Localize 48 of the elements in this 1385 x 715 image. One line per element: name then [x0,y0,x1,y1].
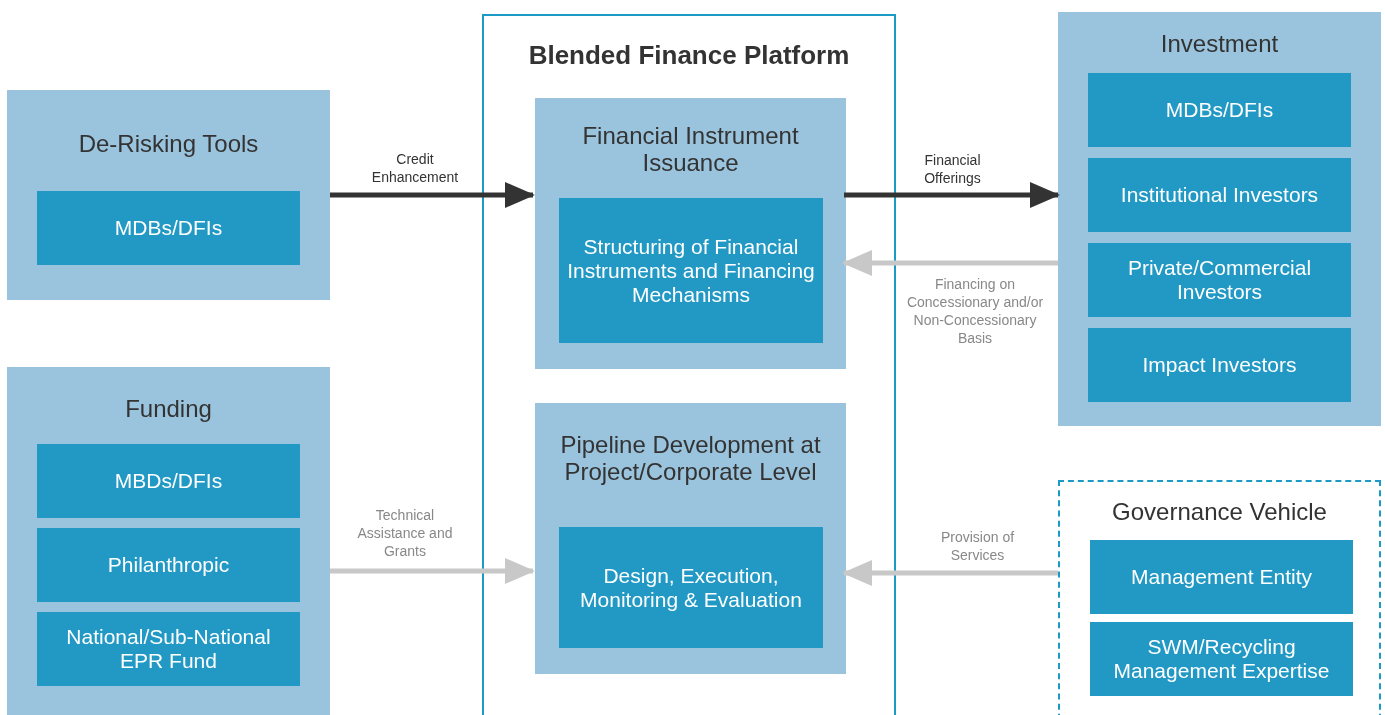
entity-box [1088,243,1351,317]
entity-label: Institutional Investors [1119,183,1320,207]
group-heading: Governance Vehicle [1111,498,1328,525]
entity-box [37,612,300,686]
entity-label: Impact Investors [1141,353,1298,377]
group-heading: Financial Instrument Issuance [581,122,800,176]
entity-label: MBDs/DFIs [113,469,224,493]
entity-label: Philanthropic [106,553,231,577]
edge-label: Financing on Concessionary and/or Non-Concessionary Basis [905,275,1045,347]
group-heading: Pipeline Development at Project/Corporate Level [559,431,822,485]
arrow [842,560,1058,586]
entity-box [1088,158,1351,232]
platform-frame [482,14,896,715]
entity-label: Structuring of Financial Instruments and Financing Mechanisms [566,234,816,307]
group-heading: Funding [124,395,213,422]
entity-label: MDBs/DFIs [113,216,224,240]
edge-label: Financial Offerings [923,151,982,187]
group-heading: De-Risking Tools [77,130,260,157]
entity-box [1090,622,1353,696]
entity-box [37,191,300,265]
edge-label: Technical Assistance and Grants [356,506,454,560]
group-heading: Blended Finance Platform [527,42,851,69]
arrow [842,250,1058,276]
arrow [844,182,1060,208]
entity-box [559,198,823,343]
group-panel [1058,12,1381,426]
entity-box [1090,540,1353,614]
entity-box [1088,328,1351,402]
entity-label: Management Entity [1130,565,1313,589]
group-panel [7,367,330,715]
edge-label: Provision of Services [939,528,1016,564]
entity-label: MDBs/DFIs [1164,98,1275,122]
group-panel [535,403,846,674]
group-heading: Investment [1159,30,1280,57]
entity-label: SWM/Recycling Management Expertise [1112,635,1331,683]
edge-label: Credit Enhancement [370,150,460,186]
entity-box [37,444,300,518]
entity-box [559,527,823,648]
group-panel [535,98,846,369]
entity-label: Private/Commercial Investors [1126,256,1313,304]
group-frame [1058,480,1381,715]
entity-box [1088,73,1351,147]
group-panel [7,90,330,300]
entity-label: National/Sub-National EPR Fund [65,625,272,673]
arrow [330,558,535,584]
arrow [330,182,535,208]
entity-label: Design, Execution, Monitoring & Evaluation [579,563,803,612]
entity-box [37,528,300,602]
